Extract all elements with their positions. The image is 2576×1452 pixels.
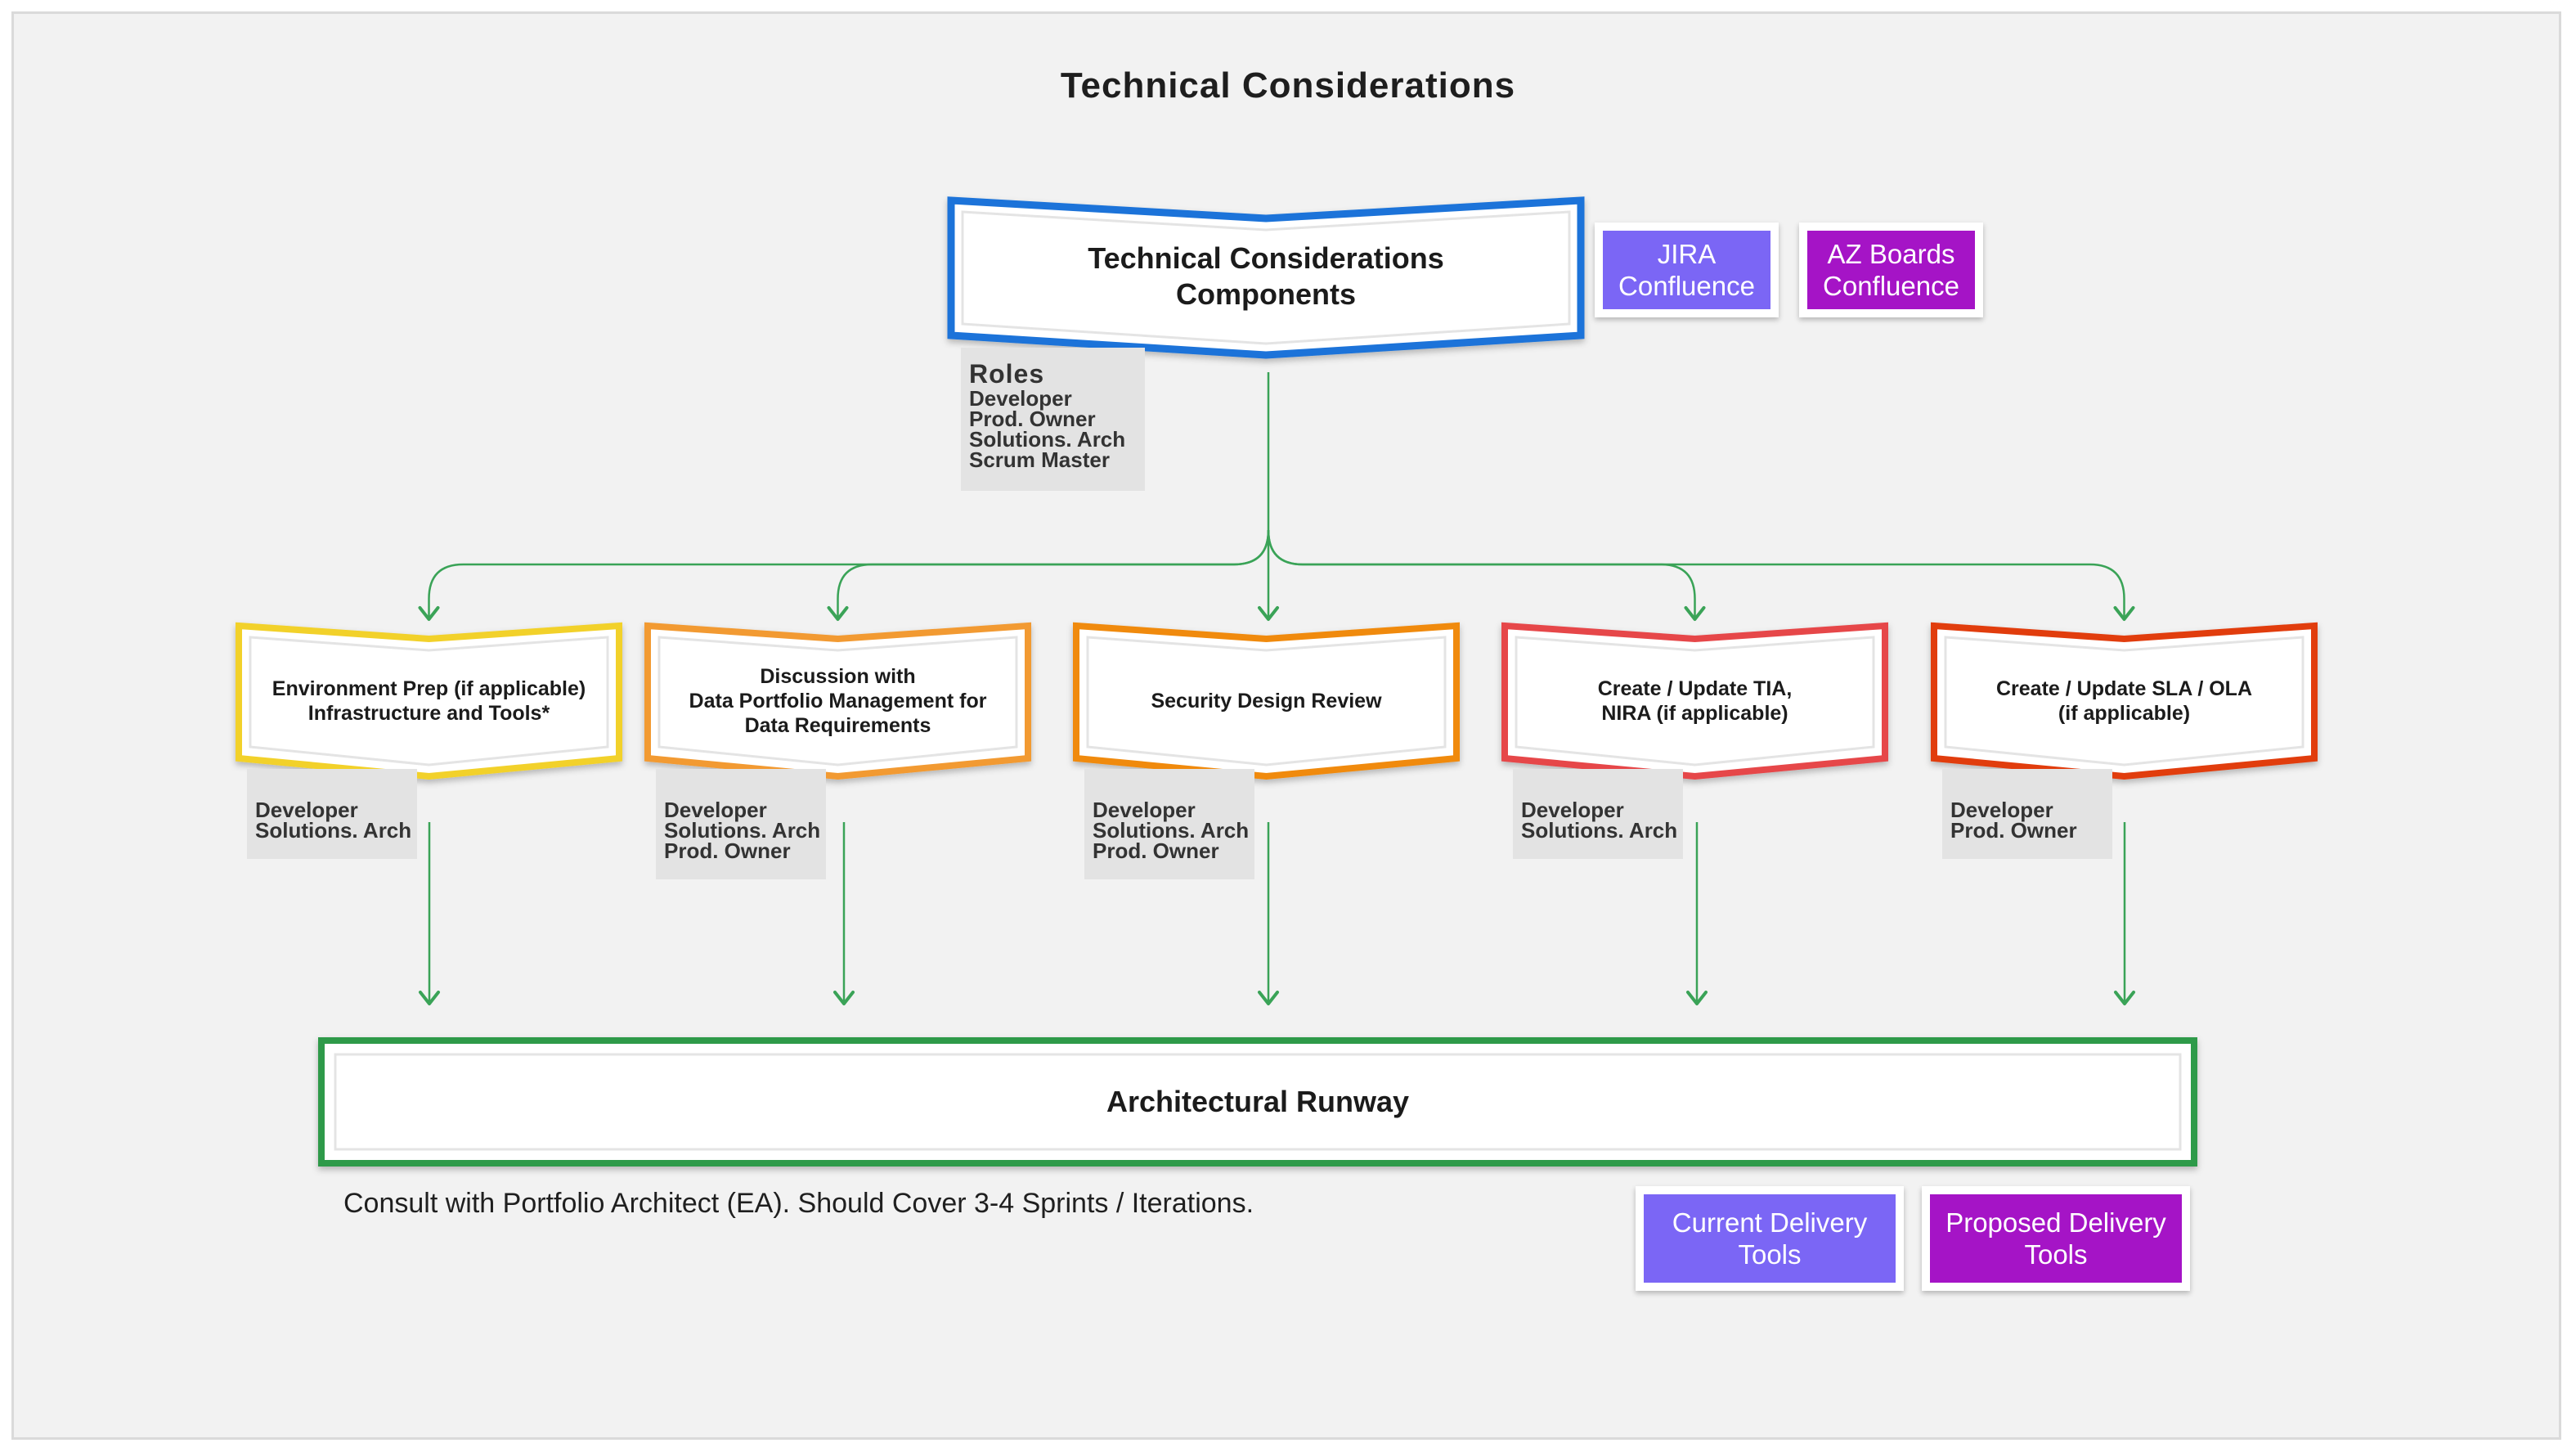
role-item: Prod. Owner [664,838,791,863]
runway-inner-bevel [334,1053,2182,1151]
step-3-shape [1073,622,1460,780]
step-1-shape-border [236,622,622,780]
roles-heading: Roles [969,359,1045,389]
step-label-line: Infrastructure and Tools* [307,702,550,725]
step-label-line: NIRA (if applicable) [1601,702,1788,725]
runway-label: Architectural Runway [1106,1085,1410,1118]
step-4-label: Create / Update TIA,NIRA (if applicable) [1521,644,1869,758]
step-5-shape-border [1931,622,2318,780]
role-item: Developer [1093,798,1196,822]
step-1-label: Environment Prep (if applicable)Infrastr… [255,644,603,758]
role-item: Solutions. Arch [1521,818,1678,843]
step-5-shape [1931,622,2318,780]
runway-footnote: Consult with Portfolio Architect (EA). S… [343,1188,1254,1219]
step-4-shape-inner-bevel [1515,636,1875,766]
top-node-shape-inner-bevel [961,210,1571,345]
tool-jira-confluence-text: Confluence [1618,271,1755,301]
step-4-shape [1501,622,1888,780]
arrow-to-runway-4 [1686,991,1708,1005]
role-item: Developer [664,798,767,822]
arrow-to-step-5 [2113,606,2135,621]
step-5-label: Create / Update SLA / OLA(if applicable) [1950,644,2298,758]
role-item: Scrum Master [969,447,1110,472]
step-2-shape [644,622,1031,780]
role-item: Developer [1521,798,1624,822]
step-label-line: Create / Update SLA / OLA [1995,677,2252,700]
step-label-line: (if applicable) [2058,702,2191,725]
step-2-shape-inner-bevel [657,636,1018,766]
connector-branch-4 [1267,529,1696,618]
legend-current-delivery-tools-text: Current Delivery [1672,1207,1868,1238]
role-item: Solutions. Arch [255,818,412,843]
step-3-shape-border [1073,622,1460,780]
arrow-to-step-4 [1684,606,1706,621]
role-item: Developer [255,798,358,822]
page-title: Technical Considerations [1060,65,1516,106]
step-label-line: Create / Update TIA, [1597,677,1793,700]
role-item: Solutions. Arch [1093,818,1250,843]
arrow-to-step-1 [418,606,440,621]
step-1-shape [236,622,622,780]
step-label-line: Data Requirements [744,714,931,737]
tool-az-boards-confluence-text: Confluence [1823,271,1959,301]
top-node-shape [947,196,1585,359]
step-label-line: Discussion with [760,665,916,688]
step-1-shape-inner-bevel [249,636,609,766]
connector-branch-5 [1267,529,2125,618]
step-3-shape-inner-bevel [1086,636,1447,766]
arrow-to-runway-1 [419,991,440,1005]
arrow-to-step-2 [827,606,849,621]
tool-jira-confluence-text: JIRA [1657,239,1717,269]
top-node-label-line: Technical Considerations [1088,241,1444,275]
role-item: Solutions. Arch [664,818,821,843]
legend-current-delivery-tools-text: Tools [1738,1239,1802,1270]
step-label-line: Environment Prep (if applicable) [272,677,586,700]
role-item: Prod. Owner [1950,818,2077,843]
runway-border [318,1037,2197,1167]
role-item: Prod. Owner [969,407,1096,431]
legend-proposed-delivery-tools-text: Proposed Delivery [1945,1207,2166,1238]
runway-shape [318,1037,2197,1167]
arrow-to-step-3 [1258,606,1279,621]
connector-branch-2 [837,529,1270,618]
step-4-shape-border [1501,622,1888,780]
role-item: Prod. Owner [1093,838,1219,863]
top-node-shape-border [947,196,1585,359]
legend-proposed-delivery-tools-text: Tools [2024,1239,2088,1270]
top-node-label-line: Components [1176,277,1356,311]
arrow-to-runway-2 [833,991,855,1005]
role-item: Developer [969,386,1072,411]
step-2-shape-border [644,622,1031,780]
step-label-line: Security Design Review [1151,690,1382,713]
tool-az-boards-confluence-text: AZ Boards [1827,239,1955,269]
step-5-shape-inner-bevel [1944,636,2304,766]
arrow-to-runway-5 [2114,991,2135,1005]
role-item: Solutions. Arch [969,427,1126,452]
step-3-label: Security Design Review [1093,644,1440,758]
connector-branch-1 [428,529,1270,618]
role-item: Developer [1950,798,2053,822]
step-label-line: Data Portfolio Management for [689,690,987,713]
arrow-to-runway-3 [1258,991,1279,1005]
